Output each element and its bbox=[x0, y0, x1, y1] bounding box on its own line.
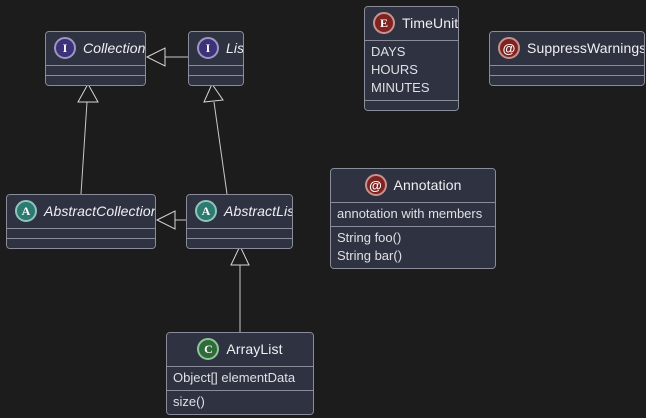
class-icon: C bbox=[197, 338, 220, 360]
edge-abstractlist-implements-list bbox=[203, 82, 228, 195]
node-title-abstractcollection: AbstractCollection bbox=[44, 203, 156, 219]
node-title-abstractlist: AbstractList bbox=[224, 203, 293, 219]
method-row: size() bbox=[173, 394, 205, 409]
method-row: String bar() bbox=[337, 248, 403, 263]
node-header-abstractlist: A AbstractList bbox=[187, 195, 292, 228]
node-title-timeunit: TimeUnit bbox=[402, 15, 459, 31]
attributes-compartment-annotation: annotation with members bbox=[331, 202, 495, 226]
uml-node-suppresswarnings[interactable]: @ SuppressWarnings bbox=[489, 31, 645, 86]
interface-icon: I bbox=[54, 37, 76, 59]
uml-node-abstractcollection[interactable]: A AbstractCollection bbox=[6, 194, 156, 249]
methods-compartment-list bbox=[189, 75, 243, 85]
annotation-icon: @ bbox=[498, 37, 520, 59]
uml-node-timeunit[interactable]: E TimeUnit DAYS HOURS MINUTES bbox=[364, 6, 459, 111]
enum-icon-letter: E bbox=[379, 16, 388, 30]
attributes-compartment-abstractcollection bbox=[7, 228, 155, 238]
uml-node-arraylist[interactable]: C ArrayList Object[] elementData size() bbox=[166, 332, 314, 415]
interface-icon-letter: I bbox=[205, 41, 211, 55]
methods-compartment-annotation: String foo() String bar() bbox=[331, 226, 495, 268]
attributes-compartment-suppresswarnings bbox=[490, 65, 644, 75]
methods-compartment-abstractlist bbox=[187, 238, 292, 248]
node-header-suppresswarnings: @ SuppressWarnings bbox=[490, 32, 644, 65]
node-header-list: I List bbox=[189, 32, 243, 65]
node-header-arraylist: C ArrayList bbox=[167, 333, 313, 366]
uml-node-abstractlist[interactable]: A AbstractList bbox=[186, 194, 293, 249]
methods-compartment-collection bbox=[46, 75, 145, 85]
node-header-timeunit: E TimeUnit bbox=[365, 7, 458, 40]
annotation-icon: @ bbox=[364, 174, 387, 196]
methods-compartment-arraylist: size() bbox=[167, 390, 313, 414]
class-icon-letter: C bbox=[204, 342, 213, 356]
node-header-annotation: @ Annotation bbox=[331, 169, 495, 202]
attributes-compartment-collection bbox=[46, 65, 145, 75]
node-title-arraylist: ArrayList bbox=[226, 341, 283, 357]
attribute-row: annotation with members bbox=[337, 206, 483, 221]
uml-node-list[interactable]: I List bbox=[188, 31, 244, 86]
methods-compartment-timeunit bbox=[365, 100, 458, 110]
enum-constant: HOURS bbox=[371, 62, 418, 77]
abstract-class-icon: A bbox=[195, 200, 217, 222]
node-header-abstractcollection: A AbstractCollection bbox=[7, 195, 155, 228]
node-title-suppresswarnings: SuppressWarnings bbox=[527, 40, 645, 56]
abstract-class-icon: A bbox=[15, 200, 37, 222]
methods-compartment-suppresswarnings bbox=[490, 75, 644, 85]
node-title-annotation: Annotation bbox=[393, 177, 462, 193]
uml-node-collection[interactable]: I Collection bbox=[45, 31, 146, 86]
enum-constant: MINUTES bbox=[371, 80, 430, 95]
abstract-class-icon-letter: A bbox=[21, 204, 31, 218]
annotation-icon-letter: @ bbox=[502, 40, 516, 56]
methods-compartment-abstractcollection bbox=[7, 238, 155, 248]
attribute-row: Object[] elementData bbox=[173, 370, 296, 385]
uml-node-annotation[interactable]: @ Annotation annotation with members Str… bbox=[330, 168, 496, 269]
edge-abstractlist-extends-abstractcollection bbox=[155, 210, 186, 230]
node-title-list: List bbox=[226, 40, 244, 56]
interface-icon: I bbox=[197, 37, 219, 59]
attributes-compartment-arraylist: Object[] elementData bbox=[167, 366, 313, 390]
attributes-compartment-abstractlist bbox=[187, 228, 292, 238]
constants-compartment-timeunit: DAYS HOURS MINUTES bbox=[365, 40, 458, 100]
method-row: String foo() bbox=[337, 230, 402, 245]
enum-constant: DAYS bbox=[371, 44, 406, 59]
attributes-compartment-list bbox=[189, 65, 243, 75]
annotation-icon-letter: @ bbox=[369, 177, 382, 193]
edge-abstractcollection-implements-collection bbox=[77, 82, 99, 195]
edge-list-extends-collection bbox=[145, 47, 188, 67]
enum-icon: E bbox=[373, 12, 395, 34]
node-title-collection: Collection bbox=[83, 40, 146, 56]
edge-arraylist-extends-abstractlist bbox=[230, 244, 250, 332]
interface-icon-letter: I bbox=[62, 41, 68, 55]
abstract-class-icon-letter: A bbox=[201, 204, 211, 218]
node-header-collection: I Collection bbox=[46, 32, 145, 65]
